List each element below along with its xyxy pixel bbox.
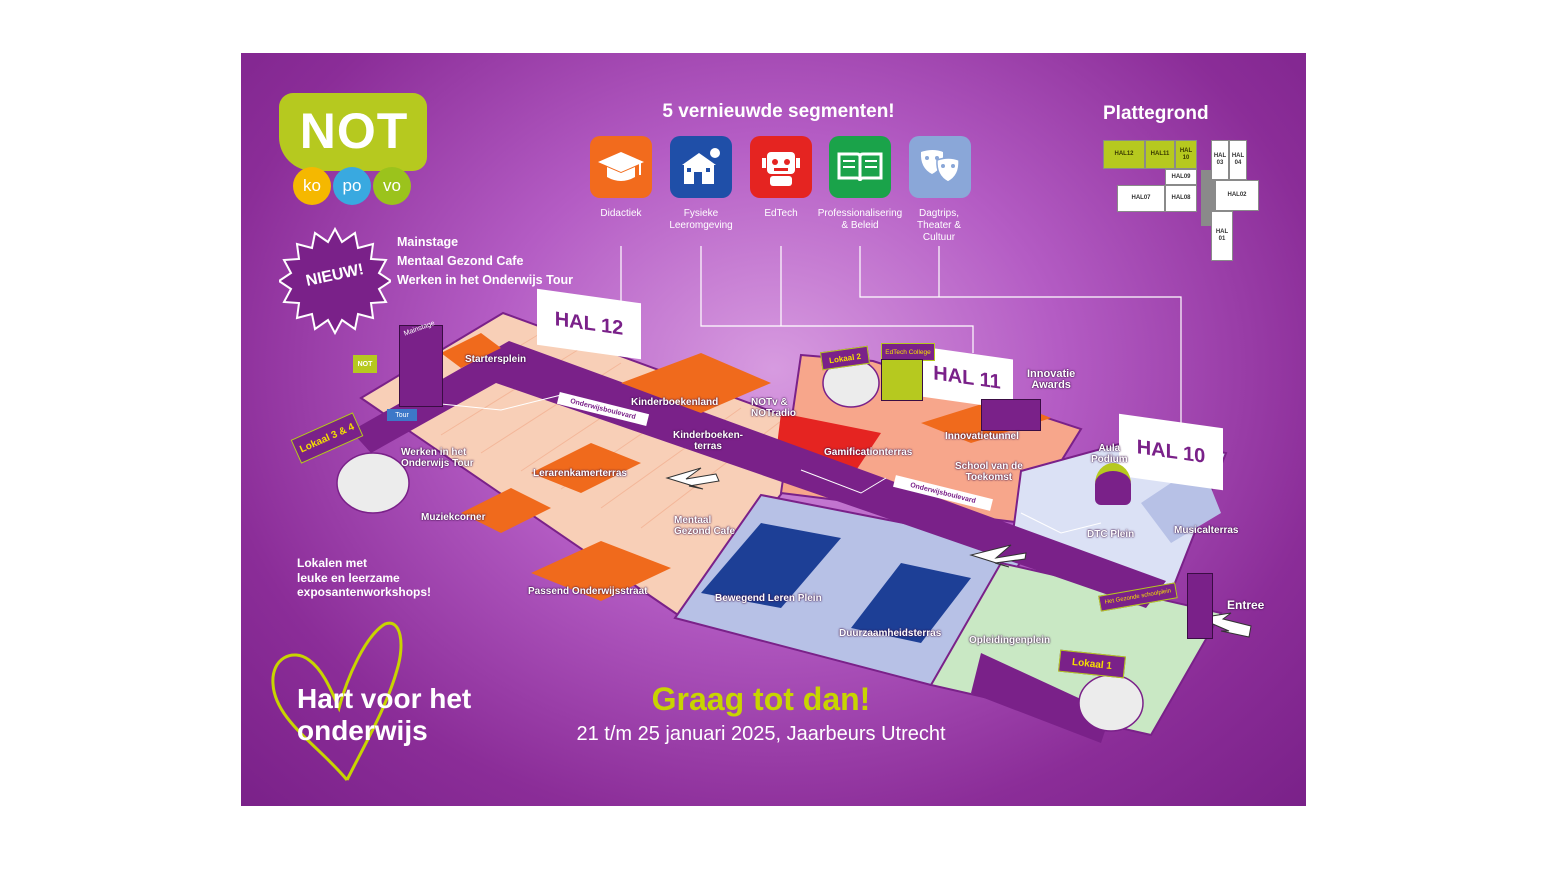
lokaal34-dome-icon bbox=[336, 452, 410, 514]
muziekcorner-area bbox=[461, 488, 551, 533]
label-innovatie-awards: Innovatie Awards bbox=[1027, 368, 1076, 391]
graag-tot-dan: Graag tot dan! bbox=[651, 681, 871, 717]
label-gamificationterras: Gamificationterras bbox=[824, 447, 913, 458]
segment-label-didactiek: Didactiek bbox=[600, 208, 642, 219]
lokaal1-dome-icon bbox=[1078, 674, 1144, 732]
mini-hal03: HAL 03 bbox=[1211, 140, 1229, 180]
robot-icon bbox=[762, 152, 800, 186]
segment-didactiek bbox=[590, 136, 652, 198]
label-lerarenkamerterras: Lerarenkamerterras bbox=[533, 468, 627, 479]
theater-masks-icon bbox=[920, 150, 960, 183]
label-startersplein: Startersplein bbox=[465, 354, 527, 365]
graduation-cap-icon bbox=[598, 152, 644, 181]
mini-hal11: HAL11 bbox=[1145, 140, 1175, 169]
kinderboekenland-area bbox=[621, 353, 771, 413]
mainstage-structure bbox=[399, 325, 443, 407]
edtech-college-stage bbox=[881, 359, 923, 401]
mainstage-not-logo: NOT bbox=[353, 355, 377, 373]
mini-hal12: HAL12 bbox=[1103, 140, 1145, 169]
label-school-toekomst: School van de Toekomst bbox=[955, 461, 1023, 483]
segment-fysieke-leeromgeving bbox=[670, 136, 732, 198]
event-date: 21 t/m 25 januari 2025, Jaarbeurs Utrech… bbox=[576, 723, 946, 745]
bewegend-area bbox=[701, 523, 841, 608]
label-mentaal-cafe: Mentaal Gezond Cafe bbox=[674, 515, 736, 537]
boulevard-stripe bbox=[351, 341, 1166, 608]
logo-po: po bbox=[333, 167, 371, 205]
duurzaamheid-area bbox=[851, 563, 971, 643]
label-musicalterras: Musicalterras bbox=[1174, 525, 1239, 536]
label-entree: Entree bbox=[1227, 598, 1265, 612]
label-kinderboekenland: Kinderboekenland bbox=[631, 397, 719, 408]
nieuw-item-mentaal: Mentaal Gezond Cafe bbox=[397, 254, 524, 268]
logo-vo: vo bbox=[373, 167, 411, 205]
plattegrond-minimap: HAL12 HAL11 HAL 10 HAL 03 HAL 04 HAL09 H… bbox=[1103, 140, 1263, 262]
segment-label-edtech: EdTech bbox=[764, 208, 798, 219]
school-building-icon bbox=[682, 148, 720, 184]
mini-hal09: HAL09 bbox=[1165, 169, 1197, 185]
logo-ko: ko bbox=[293, 167, 331, 205]
lokalen-text: Lokalen met leuke en leerzame exposanten… bbox=[297, 556, 432, 599]
heart-outline-icon bbox=[271, 621, 403, 781]
label-kinderboekenterras: Kinderboeken- terras bbox=[673, 430, 744, 452]
label-duurzaamheidsterras: Duurzaamheidsterras bbox=[839, 628, 942, 639]
label-aula-podium: Aula Podium bbox=[1091, 443, 1128, 465]
mini-hal07: HAL07 bbox=[1117, 185, 1165, 212]
poster: NOT ko po vo NIEUW! Mainstage Mentaal Ge… bbox=[241, 53, 1306, 806]
mini-hal01: HAL 01 bbox=[1211, 211, 1233, 261]
segment-label-fysieke: Fysieke Leeromgeving bbox=[669, 208, 733, 231]
label-innovatietunnel: Innovatietunnel bbox=[945, 431, 1019, 442]
aula-podium-stage bbox=[1095, 463, 1131, 505]
logo-main-text: NOT bbox=[299, 103, 409, 159]
book-icon bbox=[837, 152, 883, 182]
exhibition-floor-map bbox=[336, 246, 1252, 743]
segment-label-professionalisering: Professionalisering & Beleid bbox=[817, 208, 903, 231]
mini-hal10: HAL 10 bbox=[1175, 140, 1197, 169]
segment-edtech bbox=[750, 136, 812, 198]
mini-hal04: HAL 04 bbox=[1229, 140, 1247, 180]
not-kopovo-logo: NOT ko po vo bbox=[279, 93, 429, 205]
walk-arrow-icon-2 bbox=[969, 544, 1027, 568]
label-opleidingenplein: Opleidingenplein bbox=[969, 635, 1051, 646]
segment-label-dagtrips: Dagtrips, Theater & Cultuur bbox=[917, 208, 961, 243]
label-notv: NOTv & NOTradio bbox=[751, 397, 797, 419]
label-bewegend-leren: Bewegend Leren Plein bbox=[715, 593, 822, 604]
segments-title: 5 vernieuwde segmenten! bbox=[662, 101, 895, 122]
walk-arrow-icon bbox=[665, 467, 720, 490]
mini-hal08: HAL08 bbox=[1165, 185, 1197, 212]
plattegrond-title: Plattegrond bbox=[1103, 103, 1209, 124]
lerarenkamer-area bbox=[531, 443, 641, 493]
segment-professionalisering bbox=[829, 136, 891, 198]
mini-hal02: HAL02 bbox=[1215, 180, 1259, 211]
label-dtc-plein: DTC Plein bbox=[1087, 529, 1135, 540]
entree-gate bbox=[1187, 573, 1213, 639]
label-passend-onderwijs: Passend Onderwijsstraat bbox=[528, 586, 648, 597]
nieuw-list: Mainstage Mentaal Gezond Cafe Werken in … bbox=[397, 233, 573, 290]
label-werken-tour: Werken in het Onderwijs Tour bbox=[401, 447, 474, 469]
nieuw-item-tour: Werken in het Onderwijs Tour bbox=[397, 273, 573, 287]
label-muziekcorner: Muziekcorner bbox=[421, 512, 486, 523]
innovatietunnel-structure bbox=[981, 399, 1041, 431]
nieuw-starburst-icon bbox=[279, 226, 391, 336]
nieuw-item-mainstage: Mainstage bbox=[397, 235, 459, 249]
lokaal1-floor bbox=[971, 653, 1111, 743]
passend-area bbox=[531, 541, 671, 601]
tour-sign: Tour bbox=[387, 409, 417, 421]
segment-dagtrips bbox=[909, 136, 971, 198]
hart-voor-onderwijs: Hart voor het onderwijs bbox=[297, 683, 472, 746]
startersplein-area bbox=[441, 333, 501, 368]
